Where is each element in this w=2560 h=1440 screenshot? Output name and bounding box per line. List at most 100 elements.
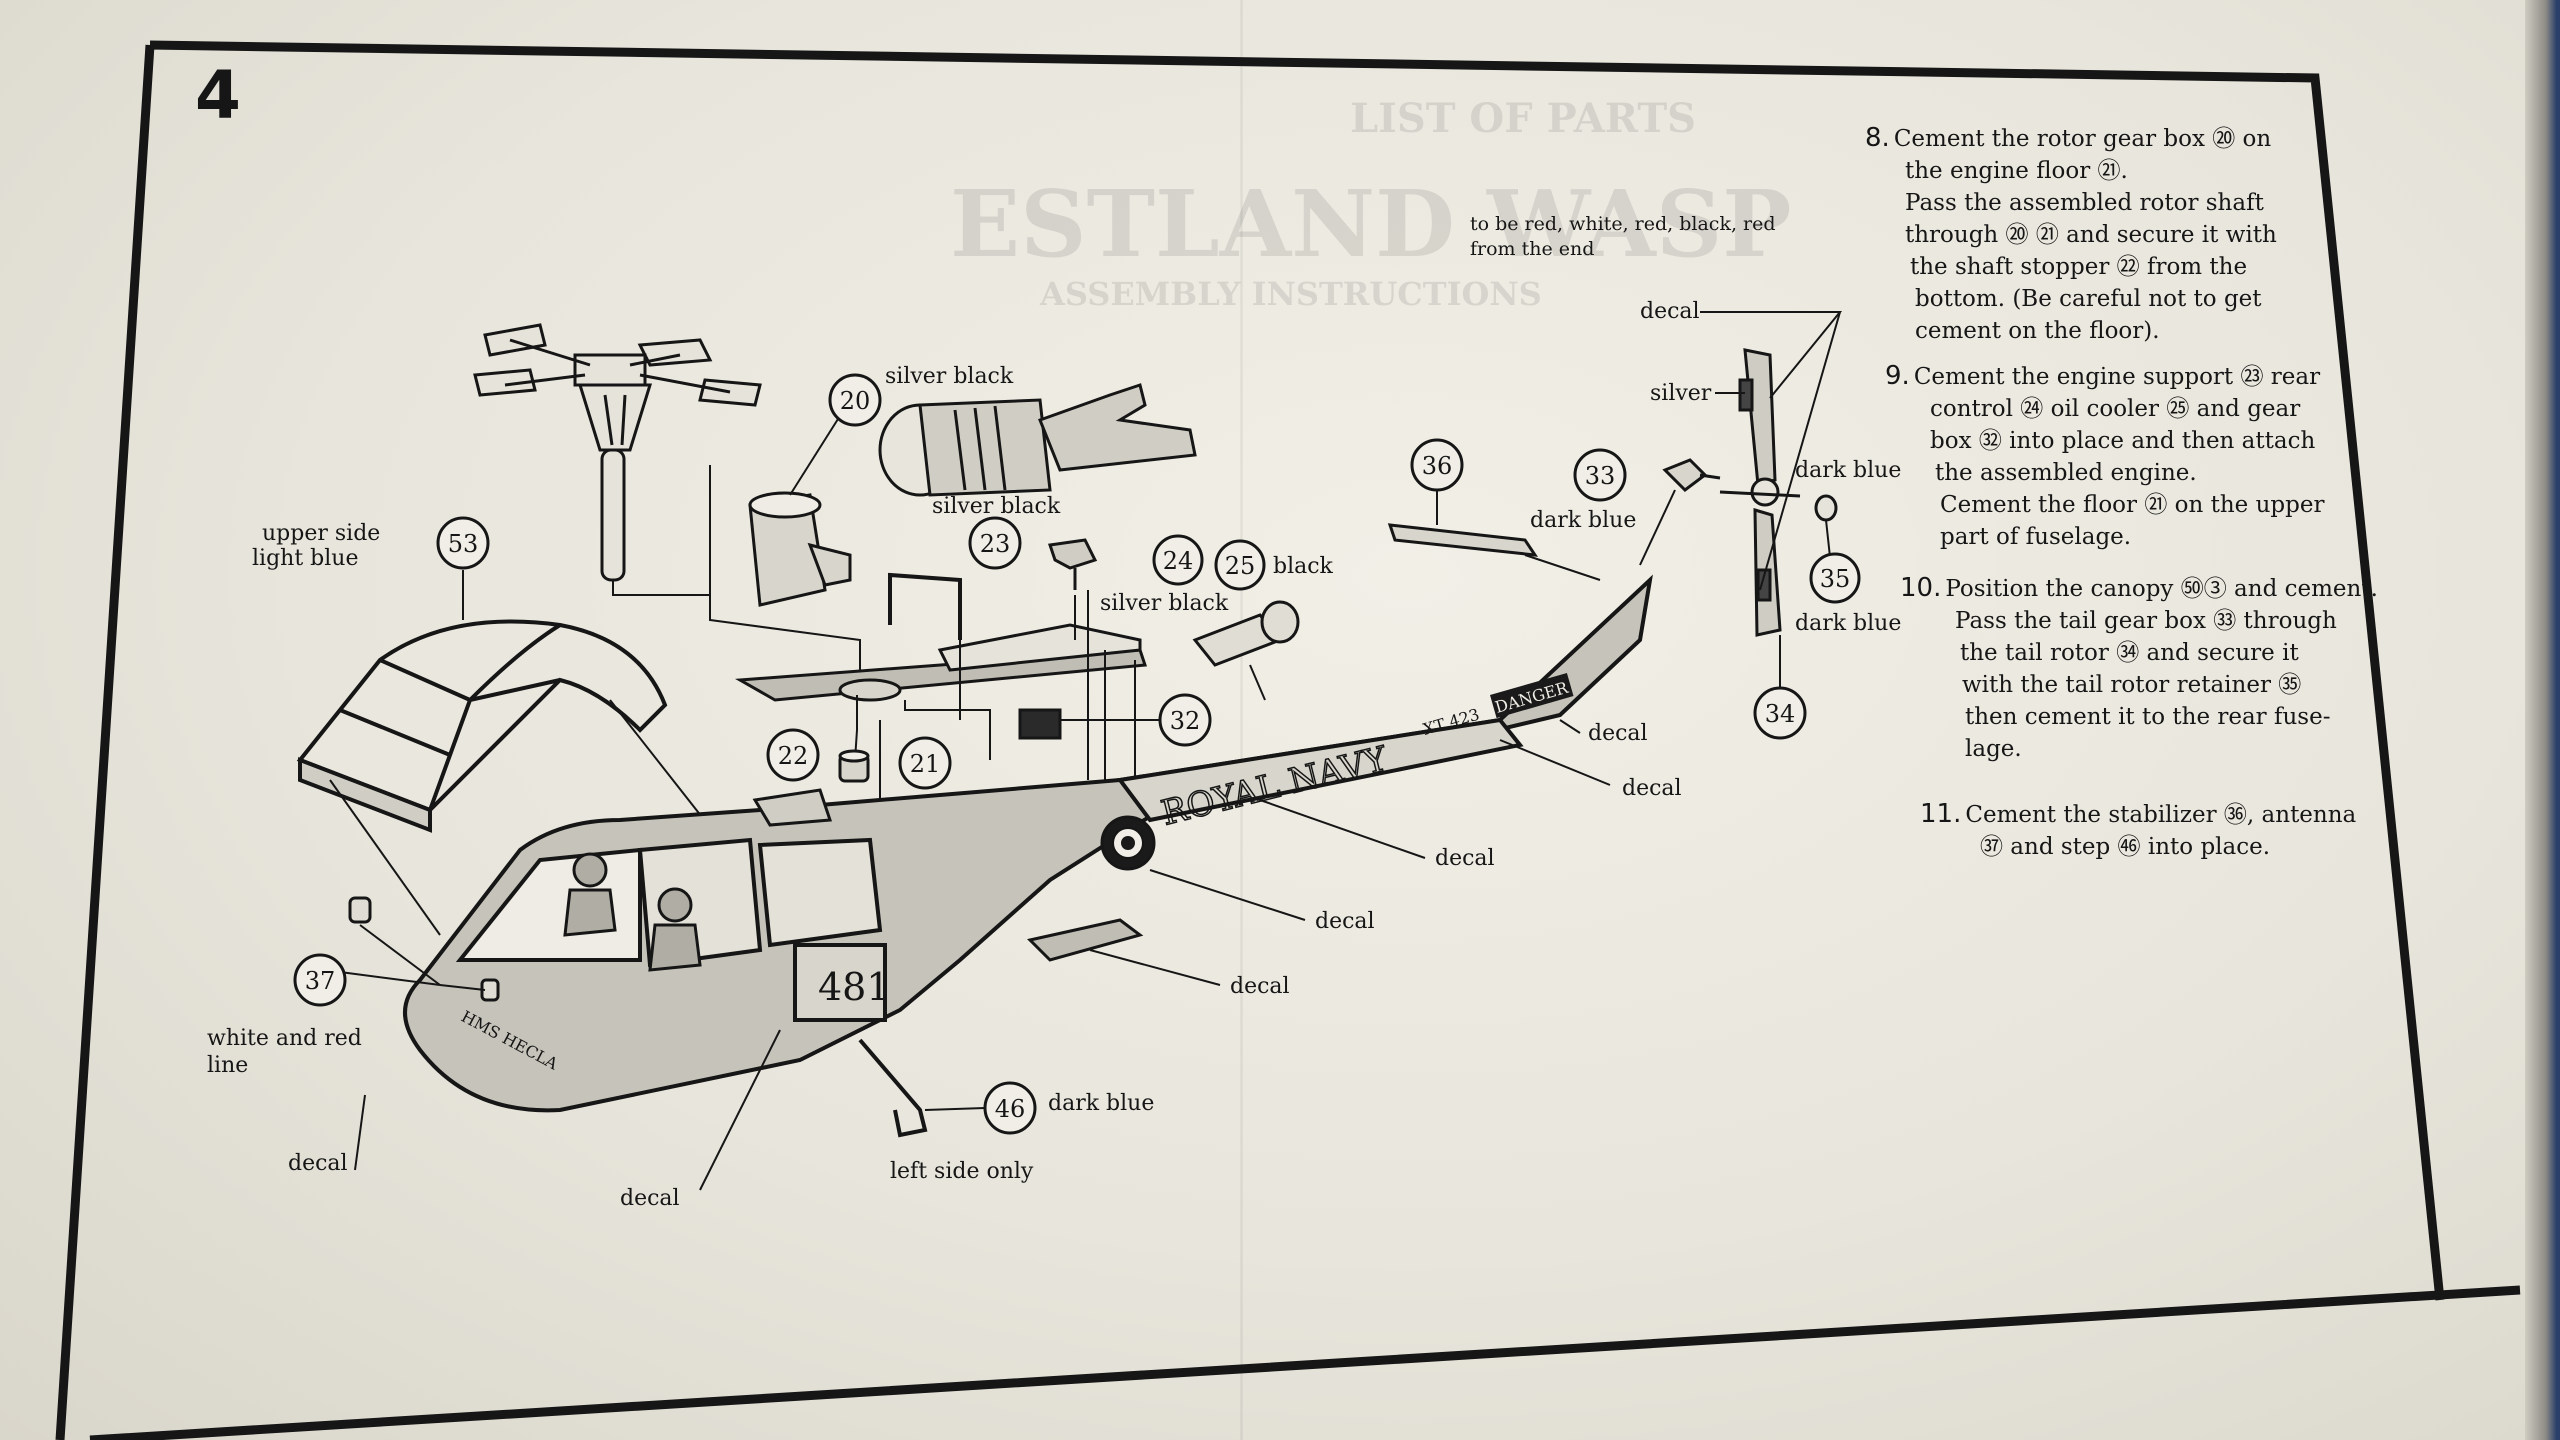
table-edge (2525, 0, 2560, 1440)
rotor-note-1: to be red, white, red, black, red (1470, 213, 1776, 235)
label-decal-rotor: decal (1640, 299, 1700, 324)
leader-33 (1639, 489, 1676, 566)
instr-10-line-5: lage. (1965, 736, 2022, 762)
instruction-9: 9.Cement the engine support ㉓ rear contr… (1885, 360, 2345, 553)
instr-10-line-2: the tail rotor ㉞ and secure it (1960, 640, 2299, 666)
leader-20-floor (709, 465, 861, 680)
callout-23 (968, 516, 1022, 570)
cowl-panel (752, 788, 833, 827)
leader-decal-rotor-b (1759, 311, 1841, 591)
label-dark-blue-46: dark blue (1048, 1091, 1154, 1116)
label-silver-rotor: silver (1650, 381, 1712, 406)
leader-decal-bottom (699, 1029, 781, 1191)
leader-decal-mid (1259, 799, 1426, 859)
callout-22-text: 22 (778, 742, 809, 770)
instr-9-line-2: box ㉜ into place and then attach (1930, 428, 2316, 454)
label-silver-black-24: silver black (1100, 591, 1229, 616)
callout-53-text: 53 (448, 530, 479, 558)
callout-numbers: 20 53 23 24 25 32 22 21 36 33 35 34 37 4… (305, 387, 1851, 1123)
label-decal-body: decal (1315, 909, 1375, 934)
leader-stab-tail (1524, 554, 1601, 581)
instr-11-num: 11. (1920, 799, 1962, 829)
instr-10-num: 10. (1900, 573, 1942, 603)
instr-9-line-3: the assembled engine. (1935, 460, 2197, 486)
ghost-title-3: ASSEMBLY INSTRUCTIONS (1040, 275, 1542, 313)
instr-10-line-4: then cement it to the rear fuse- (1965, 704, 2331, 730)
instruction-10: 10.Position the canopy ㊿③ and cement. Pa… (1900, 572, 2380, 765)
callouts (293, 373, 1861, 1135)
leader-decal-tail1 (1559, 719, 1581, 734)
label-decal-mid: decal (1435, 846, 1495, 871)
label-decal-tail1: decal (1588, 721, 1648, 746)
callout-36 (1410, 438, 1464, 492)
label-dark-blue-rotor: dark blue (1795, 458, 1901, 483)
part-labels: to be red, white, red, black, red from t… (207, 213, 1901, 1211)
callout-37 (293, 953, 347, 1007)
callout-25 (1214, 539, 1266, 591)
rear-control-24 (1048, 538, 1098, 590)
leader-decal-tail2 (1499, 739, 1611, 786)
frame-border (55, 40, 2521, 1440)
instr-8-line-4: the shaft stopper ㉒ from the (1910, 254, 2248, 280)
label-decal-step: decal (1230, 974, 1290, 999)
leader-37c (359, 924, 441, 986)
callout-32 (1158, 693, 1212, 747)
callout-21-text: 21 (910, 750, 941, 778)
vent-panel (1027, 918, 1144, 962)
engine (878, 383, 1197, 497)
engine-support-23 (888, 572, 962, 640)
instr-8-line-6: cement on the floor). (1915, 318, 2160, 344)
label-left-side-only: left side only (890, 1159, 1034, 1184)
label-silver-black-20: silver black (885, 364, 1014, 389)
instruction-11: 11.Cement the stabilizer ㊱, antenna ㊲ an… (1920, 798, 2400, 863)
callout-35 (1809, 552, 1861, 604)
leader-25 (1249, 664, 1266, 701)
leader-37b (439, 984, 486, 991)
fuselage-royal-navy: ROYAL NAVY (1158, 739, 1392, 834)
label-dark-blue-35: dark blue (1795, 611, 1901, 636)
instr-8-line-5: bottom. (Be careful not to get (1915, 286, 2262, 312)
callout-46 (983, 1081, 1037, 1135)
paper-fold (1240, 0, 1243, 1440)
leader-shaft (612, 580, 711, 610)
callout-34 (1753, 686, 1807, 740)
leader-37a (339, 971, 441, 986)
instr-8-line-0: Cement the rotor gear box ⑳ on (1893, 126, 2272, 152)
callout-53 (436, 516, 490, 570)
instr-8-line-2: Pass the assembled rotor shaft (1905, 190, 2264, 216)
leader-46 (924, 1107, 986, 1111)
engine-floor-21 (735, 623, 1148, 702)
instr-10-line-3: with the tail rotor retainer ㉟ (1962, 672, 2302, 698)
label-decal-tail2: decal (1622, 776, 1682, 801)
leader-decal-body (1149, 869, 1306, 921)
rotor-note-2: from the end (1470, 238, 1594, 260)
instr-8-line-1: the engine floor ㉑. (1905, 158, 2128, 184)
callout-20-text: 20 (840, 387, 871, 415)
label-light-blue: light blue (252, 546, 358, 571)
pilot-figures (563, 852, 702, 972)
label-white-red-1: white and red (207, 1026, 362, 1051)
leader-decal-step (1089, 949, 1221, 986)
label-upper-side: upper side (262, 521, 380, 546)
callout-35-text: 35 (1820, 565, 1851, 593)
label-black-25: black (1273, 554, 1334, 579)
instr-8-num: 8. (1865, 123, 1890, 153)
tail-gearbox-33 (1662, 458, 1721, 492)
leader-decal-nose (354, 1094, 366, 1171)
instr-9-line-4: Cement the floor ㉑ on the upper (1940, 492, 2325, 518)
label-white-red-2: line (207, 1053, 248, 1078)
instr-10-line-1: Pass the tail gear box ㉝ through (1955, 608, 2337, 634)
callout-32-text: 32 (1170, 707, 1201, 735)
stabilizer-36 (1387, 523, 1539, 557)
callout-34-text: 34 (1765, 700, 1796, 728)
instr-11-line-0: Cement the stabilizer ㊱, antenna (1965, 802, 2357, 828)
hull-number: 481 (818, 965, 891, 1009)
instr-10-line-0: Position the canopy ㊿③ and cement. (1945, 576, 2378, 602)
label-dark-blue-33: dark blue (1530, 508, 1636, 533)
callout-20 (828, 373, 882, 427)
gear-box-32 (1018, 708, 1062, 740)
instr-9-line-0: Cement the engine support ㉓ rear (1913, 364, 2321, 390)
callout-23-text: 23 (980, 530, 1011, 558)
shaft-stopper-22 (838, 749, 870, 783)
